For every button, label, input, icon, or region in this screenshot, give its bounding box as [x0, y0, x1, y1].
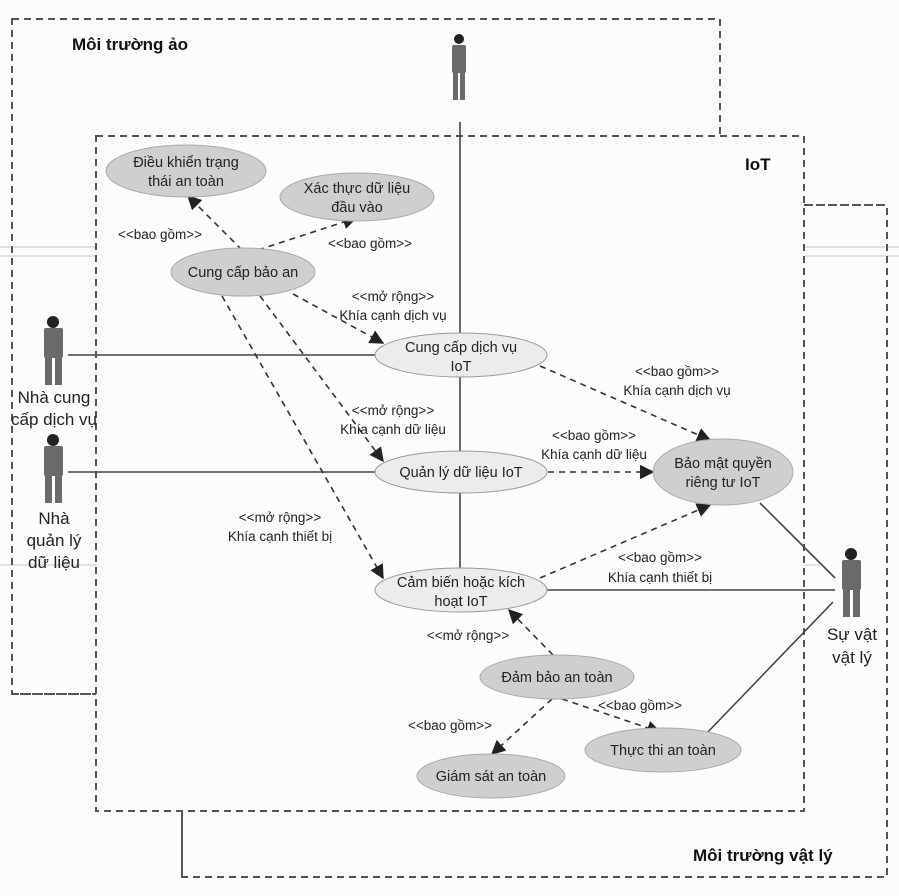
svg-text:Khía cạnh thiết bị: Khía cạnh thiết bị: [608, 570, 712, 585]
actor-data-manager-label: dữ liệu: [28, 553, 80, 572]
svg-text:<<mở rộng>>: <<mở rộng>>: [352, 403, 435, 418]
person-icon: [842, 548, 861, 617]
svg-text:thái an toàn: thái an toàn: [148, 174, 224, 190]
svg-text:<<bao gồm>>: <<bao gồm>>: [328, 236, 412, 251]
svg-text:<<bao gồm>>: <<bao gồm>>: [635, 364, 719, 379]
actor-data-manager-label: quản lý: [27, 531, 82, 550]
svg-text:<<bao gồm>>: <<bao gồm>>: [552, 428, 636, 443]
edge-label-extend-service: <<mở rộng>> Khía cạnh dịch vụ: [339, 289, 446, 323]
svg-text:Cung cấp bảo an: Cung cấp bảo an: [188, 265, 298, 281]
edge-label-include-privacy-data: <<bao gồm>> Khía cạnh dữ liệu: [541, 428, 647, 462]
svg-text:Khía cạnh dịch vụ: Khía cạnh dịch vụ: [339, 308, 446, 323]
svg-text:riêng tư IoT: riêng tư IoT: [686, 475, 761, 491]
svg-text:hoạt IoT: hoạt IoT: [434, 594, 487, 610]
svg-text:IoT: IoT: [451, 359, 472, 375]
use-case-manage-iot-data[interactable]: Quản lý dữ liệu IoT: [374, 450, 548, 494]
svg-text:Cung cấp dịch vụ: Cung cấp dịch vụ: [405, 340, 517, 356]
use-case-control-safe-state[interactable]: Điều khiển trạng thái an toàn: [105, 144, 267, 198]
actor-service-provider[interactable]: Nhà cung cấp dịch vụ: [11, 316, 97, 429]
svg-text:Bảo mật quyền: Bảo mật quyền: [674, 456, 772, 472]
boundary-physical-title: Môi trường vật lý: [693, 846, 833, 865]
boundary-iot-title: IoT: [745, 155, 771, 174]
edge-label-include-control: <<bao gồm>>: [118, 227, 202, 242]
extend-data-edge: [259, 295, 384, 463]
use-case-safety-enforcement[interactable]: Thực thi an toàn: [584, 727, 742, 773]
use-case-safety-monitoring[interactable]: Giám sát an toàn: [416, 753, 566, 799]
edge-label-include-privacy-device: <<bao gồm>> Khía cạnh thiết bị: [608, 550, 712, 585]
association-physical-enforcement: [704, 601, 834, 736]
include-control-edge: [186, 194, 243, 251]
include-privacy-service-edge: [539, 365, 712, 442]
association-physical-privacy: [759, 502, 836, 579]
edge-label-extend-device: <<mở rộng>> Khía cạnh thiết bị: [228, 510, 332, 544]
svg-text:<<bao gồm>>: <<bao gồm>>: [118, 227, 202, 242]
svg-text:<<bao gồm>>: <<bao gồm>>: [618, 550, 702, 565]
svg-text:Đảm bảo an toàn: Đảm bảo an toàn: [501, 670, 612, 686]
edge-label-include-enforcement: <<bao gồm>>: [598, 698, 682, 713]
svg-text:<<bao gồm>>: <<bao gồm>>: [408, 718, 492, 733]
use-case-provide-security[interactable]: Cung cấp bảo an: [170, 247, 316, 297]
svg-text:Quản lý dữ liệu IoT: Quản lý dữ liệu IoT: [399, 465, 522, 481]
svg-text:Điều khiển trạng: Điều khiển trạng: [133, 155, 239, 171]
svg-text:đầu vào: đầu vào: [331, 200, 383, 216]
svg-text:Thực thi an toàn: Thực thi an toàn: [610, 743, 716, 759]
actor-top[interactable]: [452, 34, 466, 100]
use-case-provide-iot-service[interactable]: Cung cấp dịch vụ IoT: [374, 332, 548, 378]
svg-text:Khía cạnh dữ liệu: Khía cạnh dữ liệu: [340, 422, 446, 437]
svg-text:Giám sát an toàn: Giám sát an toàn: [436, 769, 546, 785]
edge-label-extend-safety: <<mở rộng>>: [427, 628, 510, 643]
edge-label-include-validate: <<bao gồm>>: [328, 236, 412, 251]
svg-text:Khía cạnh dữ liệu: Khía cạnh dữ liệu: [541, 447, 647, 462]
svg-text:<<mở rộng>>: <<mở rộng>>: [239, 510, 322, 525]
svg-text:Xác thực dữ liệu: Xác thực dữ liệu: [304, 181, 410, 197]
edge-label-include-privacy-service: <<bao gồm>> Khía cạnh dịch vụ: [623, 364, 730, 398]
svg-text:Khía cạnh thiết bị: Khía cạnh thiết bị: [228, 529, 332, 544]
svg-text:Khía cạnh dịch vụ: Khía cạnh dịch vụ: [623, 383, 730, 398]
use-case-validate-input[interactable]: Xác thực dữ liệu đầu vào: [279, 172, 435, 222]
person-icon: [44, 434, 63, 503]
include-monitoring-edge: [490, 698, 553, 755]
actor-service-provider-label: Nhà cung: [18, 388, 91, 407]
person-icon: [44, 316, 63, 385]
use-case-ensure-safety[interactable]: Đảm bảo an toàn: [479, 654, 635, 700]
svg-text:<<mở rộng>>: <<mở rộng>>: [427, 628, 510, 643]
svg-text:<<bao gồm>>: <<bao gồm>>: [598, 698, 682, 713]
include-privacy-device-edge: [539, 503, 712, 579]
actor-service-provider-label: cấp dịch vụ: [11, 410, 97, 429]
actor-physical-thing[interactable]: Sự vật vật lý: [827, 548, 877, 667]
actor-data-manager-label: Nhà: [38, 509, 70, 528]
use-case-iot-sensor-actuator[interactable]: Cảm biến hoặc kích hoạt IoT: [374, 567, 548, 613]
edge-label-extend-data: <<mở rộng>> Khía cạnh dữ liệu: [340, 403, 446, 437]
actor-data-manager[interactable]: Nhà quản lý dữ liệu: [27, 434, 82, 572]
actor-physical-thing-label: Sự vật: [827, 625, 877, 644]
edge-label-include-monitoring: <<bao gồm>>: [408, 718, 492, 733]
actor-physical-thing-label: vật lý: [832, 648, 872, 667]
use-case-iot-privacy[interactable]: Bảo mật quyền riêng tư IoT: [652, 438, 794, 506]
svg-text:<<mở rộng>>: <<mở rộng>>: [352, 289, 435, 304]
boundary-virtual-title: Môi trường ảo: [72, 35, 188, 54]
svg-text:Cảm biến hoặc kích: Cảm biến hoặc kích: [397, 575, 525, 591]
person-icon: [452, 34, 466, 100]
